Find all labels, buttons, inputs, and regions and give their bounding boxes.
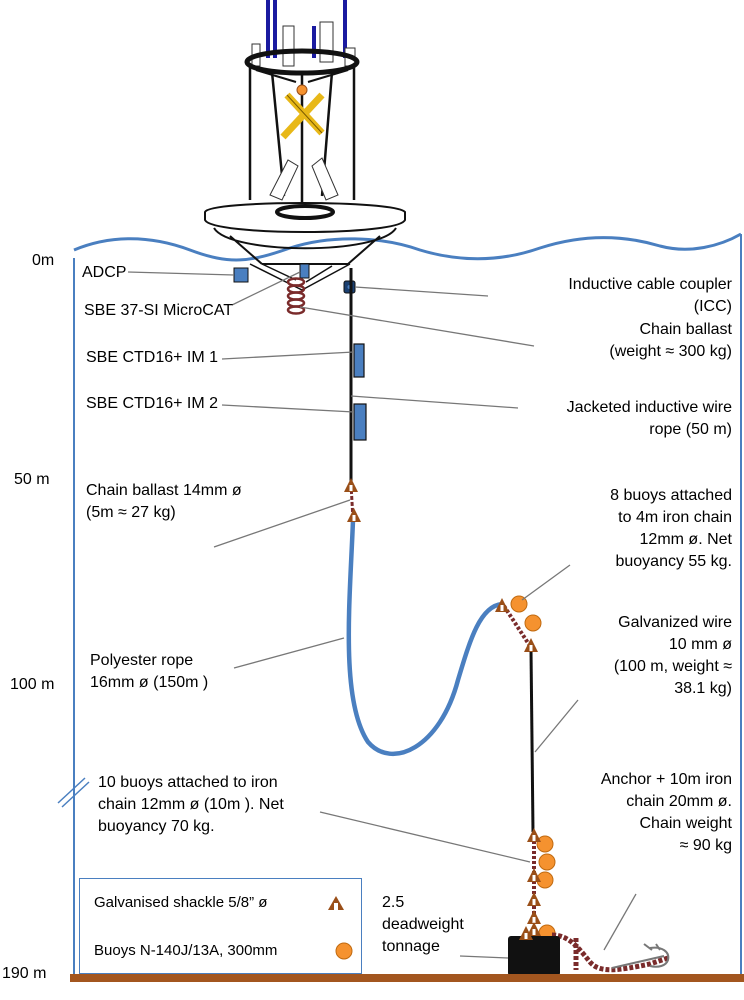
solar-cross-edge: [286, 94, 323, 134]
leader-galvanized: [534, 699, 579, 753]
depth-break-mark: [57, 777, 86, 804]
surface-buoy: [204, 0, 406, 291]
tower-frame: [248, 66, 356, 208]
label-anchor: Anchor + 10m iron chain 20mm ø. Chain we…: [600, 771, 732, 854]
label-jacketed-wire: Jacketed inductive wire rope (50 m): [566, 399, 732, 438]
shackle-pin: [532, 875, 536, 881]
seabed: [70, 974, 744, 982]
sea-surface-wave: [73, 232, 742, 262]
leader-chain-14mm: [213, 499, 351, 548]
depth-label-190m: 190 m: [2, 965, 47, 982]
side-panel: [269, 159, 299, 201]
leader-deadweight: [459, 955, 509, 959]
microcat-instrument: [299, 263, 310, 279]
leader-jacketed-wire: [350, 395, 519, 409]
leader-adcp: [127, 271, 235, 276]
top-ring: [244, 48, 360, 76]
buoy-float: [524, 614, 542, 632]
label-10-buoys: 10 buoys attached to iron chain 12mm ø (…: [98, 774, 284, 835]
label-deadweight: 2.5 deadweight tonnage: [382, 894, 464, 955]
legend-shackle-label: Galvanised shackle 5/8” ø: [94, 894, 268, 911]
leader-anchor: [603, 893, 637, 951]
depth-break-mark-2: [61, 781, 90, 808]
legend-shackle-icon: [328, 896, 344, 910]
top-sensor: [282, 25, 295, 67]
leader-10-buoys: [319, 811, 531, 863]
buoy-float: [538, 853, 556, 871]
label-galvanized-wire: Galvanized wire 10 mm ø (100 m, weight ≈…: [613, 614, 732, 697]
solar-cross: [280, 92, 325, 140]
leader-lines: [127, 271, 637, 959]
iron-chain-4m: [502, 604, 532, 648]
ctd-im2-instrument: [353, 403, 367, 441]
label-polyester-rope: Polyester rope 16mm ø (150m ): [90, 652, 209, 691]
label-adcp: ADCP: [82, 264, 127, 281]
leader-polyester: [233, 637, 345, 669]
buoy-chain-ballast: [286, 277, 306, 315]
anchor-chain-20mm: [551, 932, 669, 973]
leader-ctd1: [221, 351, 355, 360]
galvanized-wire: [529, 649, 535, 833]
leader-icc: [354, 286, 489, 297]
label-ctd1: SBE CTD16+ IM 1: [86, 349, 219, 366]
leader-chain-ballast: [299, 306, 535, 347]
shackle-group: [344, 478, 541, 940]
label-chain-ballast-14mm: Chain ballast 14mm ø (5m ≈ 27 kg): [86, 482, 242, 521]
beacon-light: [296, 84, 308, 96]
side-panel: [311, 157, 339, 201]
leader-8-buoys: [521, 564, 571, 601]
depth-label-0m: 0m: [32, 252, 55, 269]
depth-label-50m: 50 m: [14, 471, 50, 488]
shackle-pin: [532, 929, 536, 935]
label-8-buoys: 8 buoys attached to 4m iron chain 12mm ø…: [610, 487, 732, 570]
buoy-float: [536, 835, 554, 853]
label-icc: Inductive cable coupler (ICC): [568, 276, 732, 315]
hull-ring: [275, 204, 335, 220]
shackle-pin: [532, 835, 536, 841]
deadweight-block: [508, 936, 560, 976]
shackle-pin: [524, 933, 528, 939]
leader-ctd2: [221, 404, 355, 413]
label-ctd2: SBE CTD16+ IM 2: [86, 395, 219, 412]
top-sensor: [319, 21, 334, 63]
bridle: [249, 263, 351, 291]
depth-label-100m: 100 m: [10, 676, 55, 693]
shackle-pin: [349, 485, 353, 491]
anchor-icon: [611, 943, 670, 969]
polyester-rope: [346, 519, 503, 757]
legend-buoy-icon: [335, 942, 353, 960]
adcp-instrument: [233, 267, 249, 283]
shackle-pin: [352, 515, 356, 521]
shackle-pin: [532, 899, 536, 905]
ctd-im1-instrument: [353, 343, 365, 378]
shackle-pin: [529, 645, 533, 651]
label-chain-ballast-large: Chain ballast (weight ≈ 300 kg): [609, 321, 732, 360]
tower-frame-diagonal: [255, 69, 349, 83]
shackle-pin: [500, 605, 504, 611]
label-microcat: SBE 37-SI MicroCAT: [84, 302, 234, 319]
legend: Galvanised shackle 5/8” ø Buoys N-140J/1…: [79, 878, 362, 974]
hull-lower: [213, 227, 397, 265]
legend-buoys-label: Buoys N-140J/13A, 300mm: [94, 942, 278, 959]
shackle-pin: [532, 917, 536, 923]
leader-microcat: [231, 271, 301, 306]
